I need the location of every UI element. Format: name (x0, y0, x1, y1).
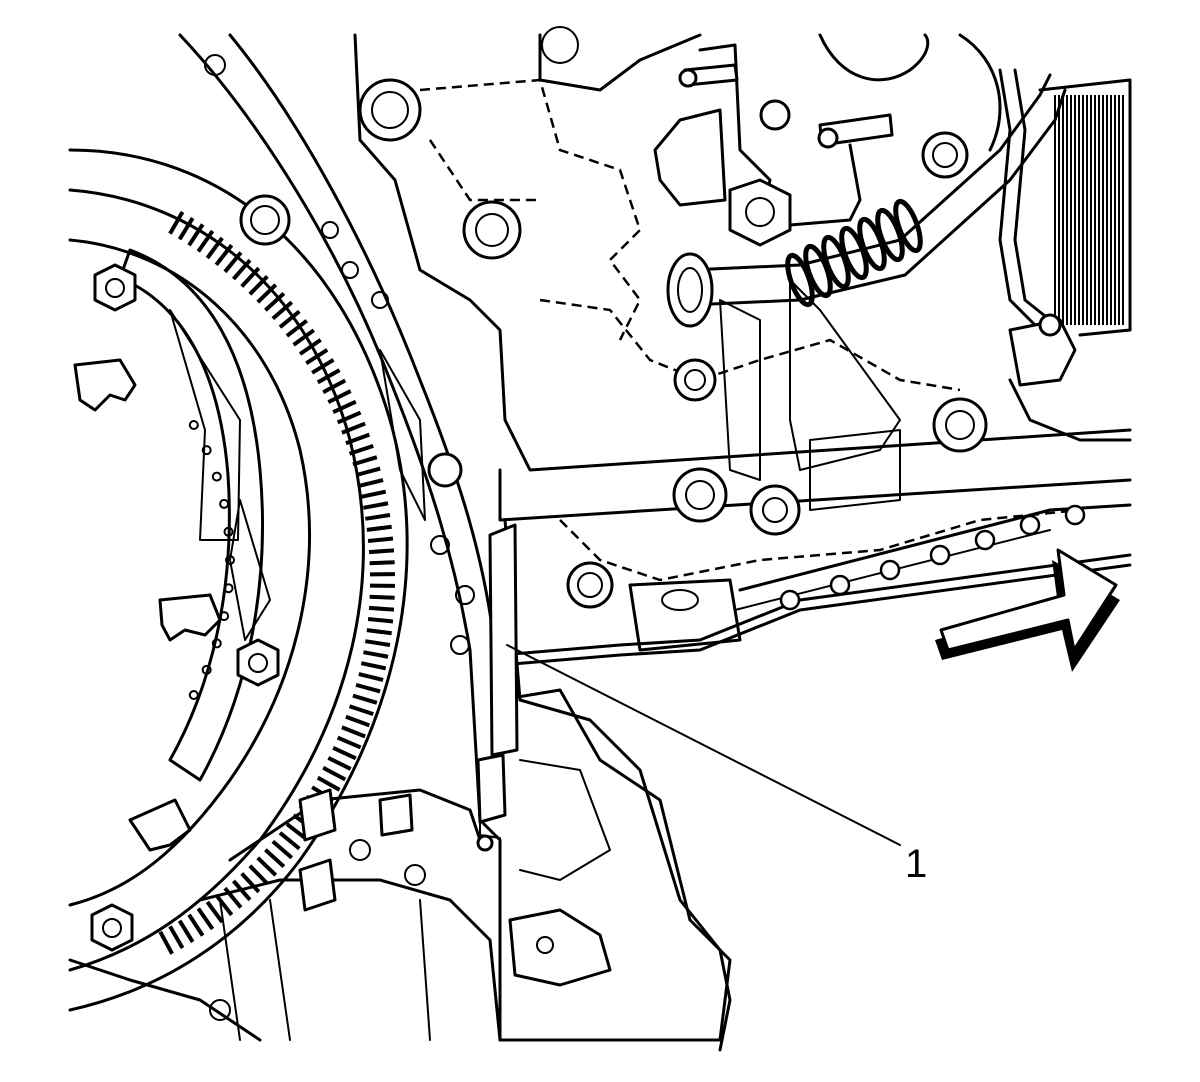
ring-gear-teeth (158, 210, 395, 955)
oil-pan-bolts (779, 504, 1086, 611)
flywheel-bolt (90, 903, 134, 952)
alignment-bracket (476, 523, 519, 852)
wiring-harness (998, 68, 1132, 442)
arrow-right-icon (935, 548, 1120, 672)
block-boss (921, 131, 969, 179)
block-boss (239, 194, 291, 246)
sensor-assembly (653, 43, 894, 247)
callout-label: 1 (905, 842, 927, 886)
block-boss (672, 467, 728, 523)
flywheel-bolt (236, 638, 280, 687)
adapter-plate (178, 33, 502, 1042)
sensor-nut (728, 178, 792, 247)
cylinder-block (239, 33, 1132, 1052)
oil-pan (498, 503, 1132, 1042)
block-boss (462, 200, 522, 260)
bellhousing-lower (68, 788, 502, 1042)
block-boss (673, 358, 717, 402)
block-boss (358, 78, 422, 142)
upper-block (428, 26, 1002, 202)
coolant-hose (666, 73, 1067, 328)
radiator-fins (1038, 78, 1132, 337)
block-boss (749, 484, 801, 536)
flywheel (68, 148, 409, 1012)
block-boss (759, 99, 791, 131)
block-boss (932, 397, 988, 453)
callout-1: 1 (506, 644, 927, 886)
callout-leader-line (506, 644, 901, 846)
clutch-holes (188, 420, 235, 700)
hose-clamp-spring (785, 198, 923, 308)
block-boss (427, 452, 463, 488)
block-boss (566, 561, 614, 609)
hose-fitting (666, 252, 714, 328)
flywheel-bolt (93, 263, 137, 312)
